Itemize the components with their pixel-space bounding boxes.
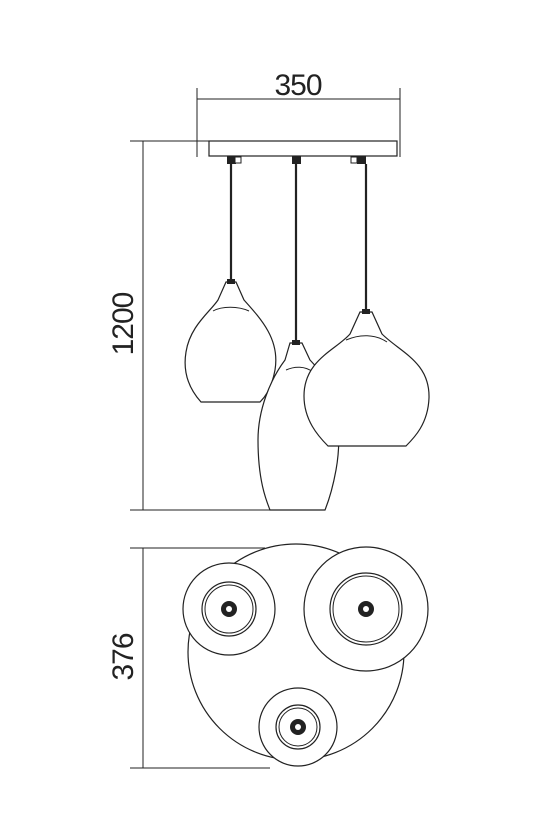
- side-view: [184, 140, 430, 511]
- diameter-label: 376: [107, 633, 140, 680]
- pendant-left: [184, 279, 277, 403]
- cord-holder-right: [357, 156, 366, 164]
- top-view: [182, 543, 429, 767]
- top-shade-right: [303, 546, 429, 672]
- height-label: 1200: [107, 292, 140, 355]
- height-dimension: 1200: [107, 140, 270, 511]
- width-dimension: 350: [196, 69, 401, 157]
- top-shade-left: [182, 562, 276, 656]
- ceiling-canopy: [208, 140, 398, 157]
- top-shade-bottom: [258, 687, 338, 767]
- pendant-right: [303, 309, 430, 447]
- width-label: 350: [274, 69, 321, 102]
- cord-holder-left: [227, 156, 236, 164]
- cord-holder-middle: [292, 156, 301, 164]
- diameter-dimension: 376: [107, 547, 270, 769]
